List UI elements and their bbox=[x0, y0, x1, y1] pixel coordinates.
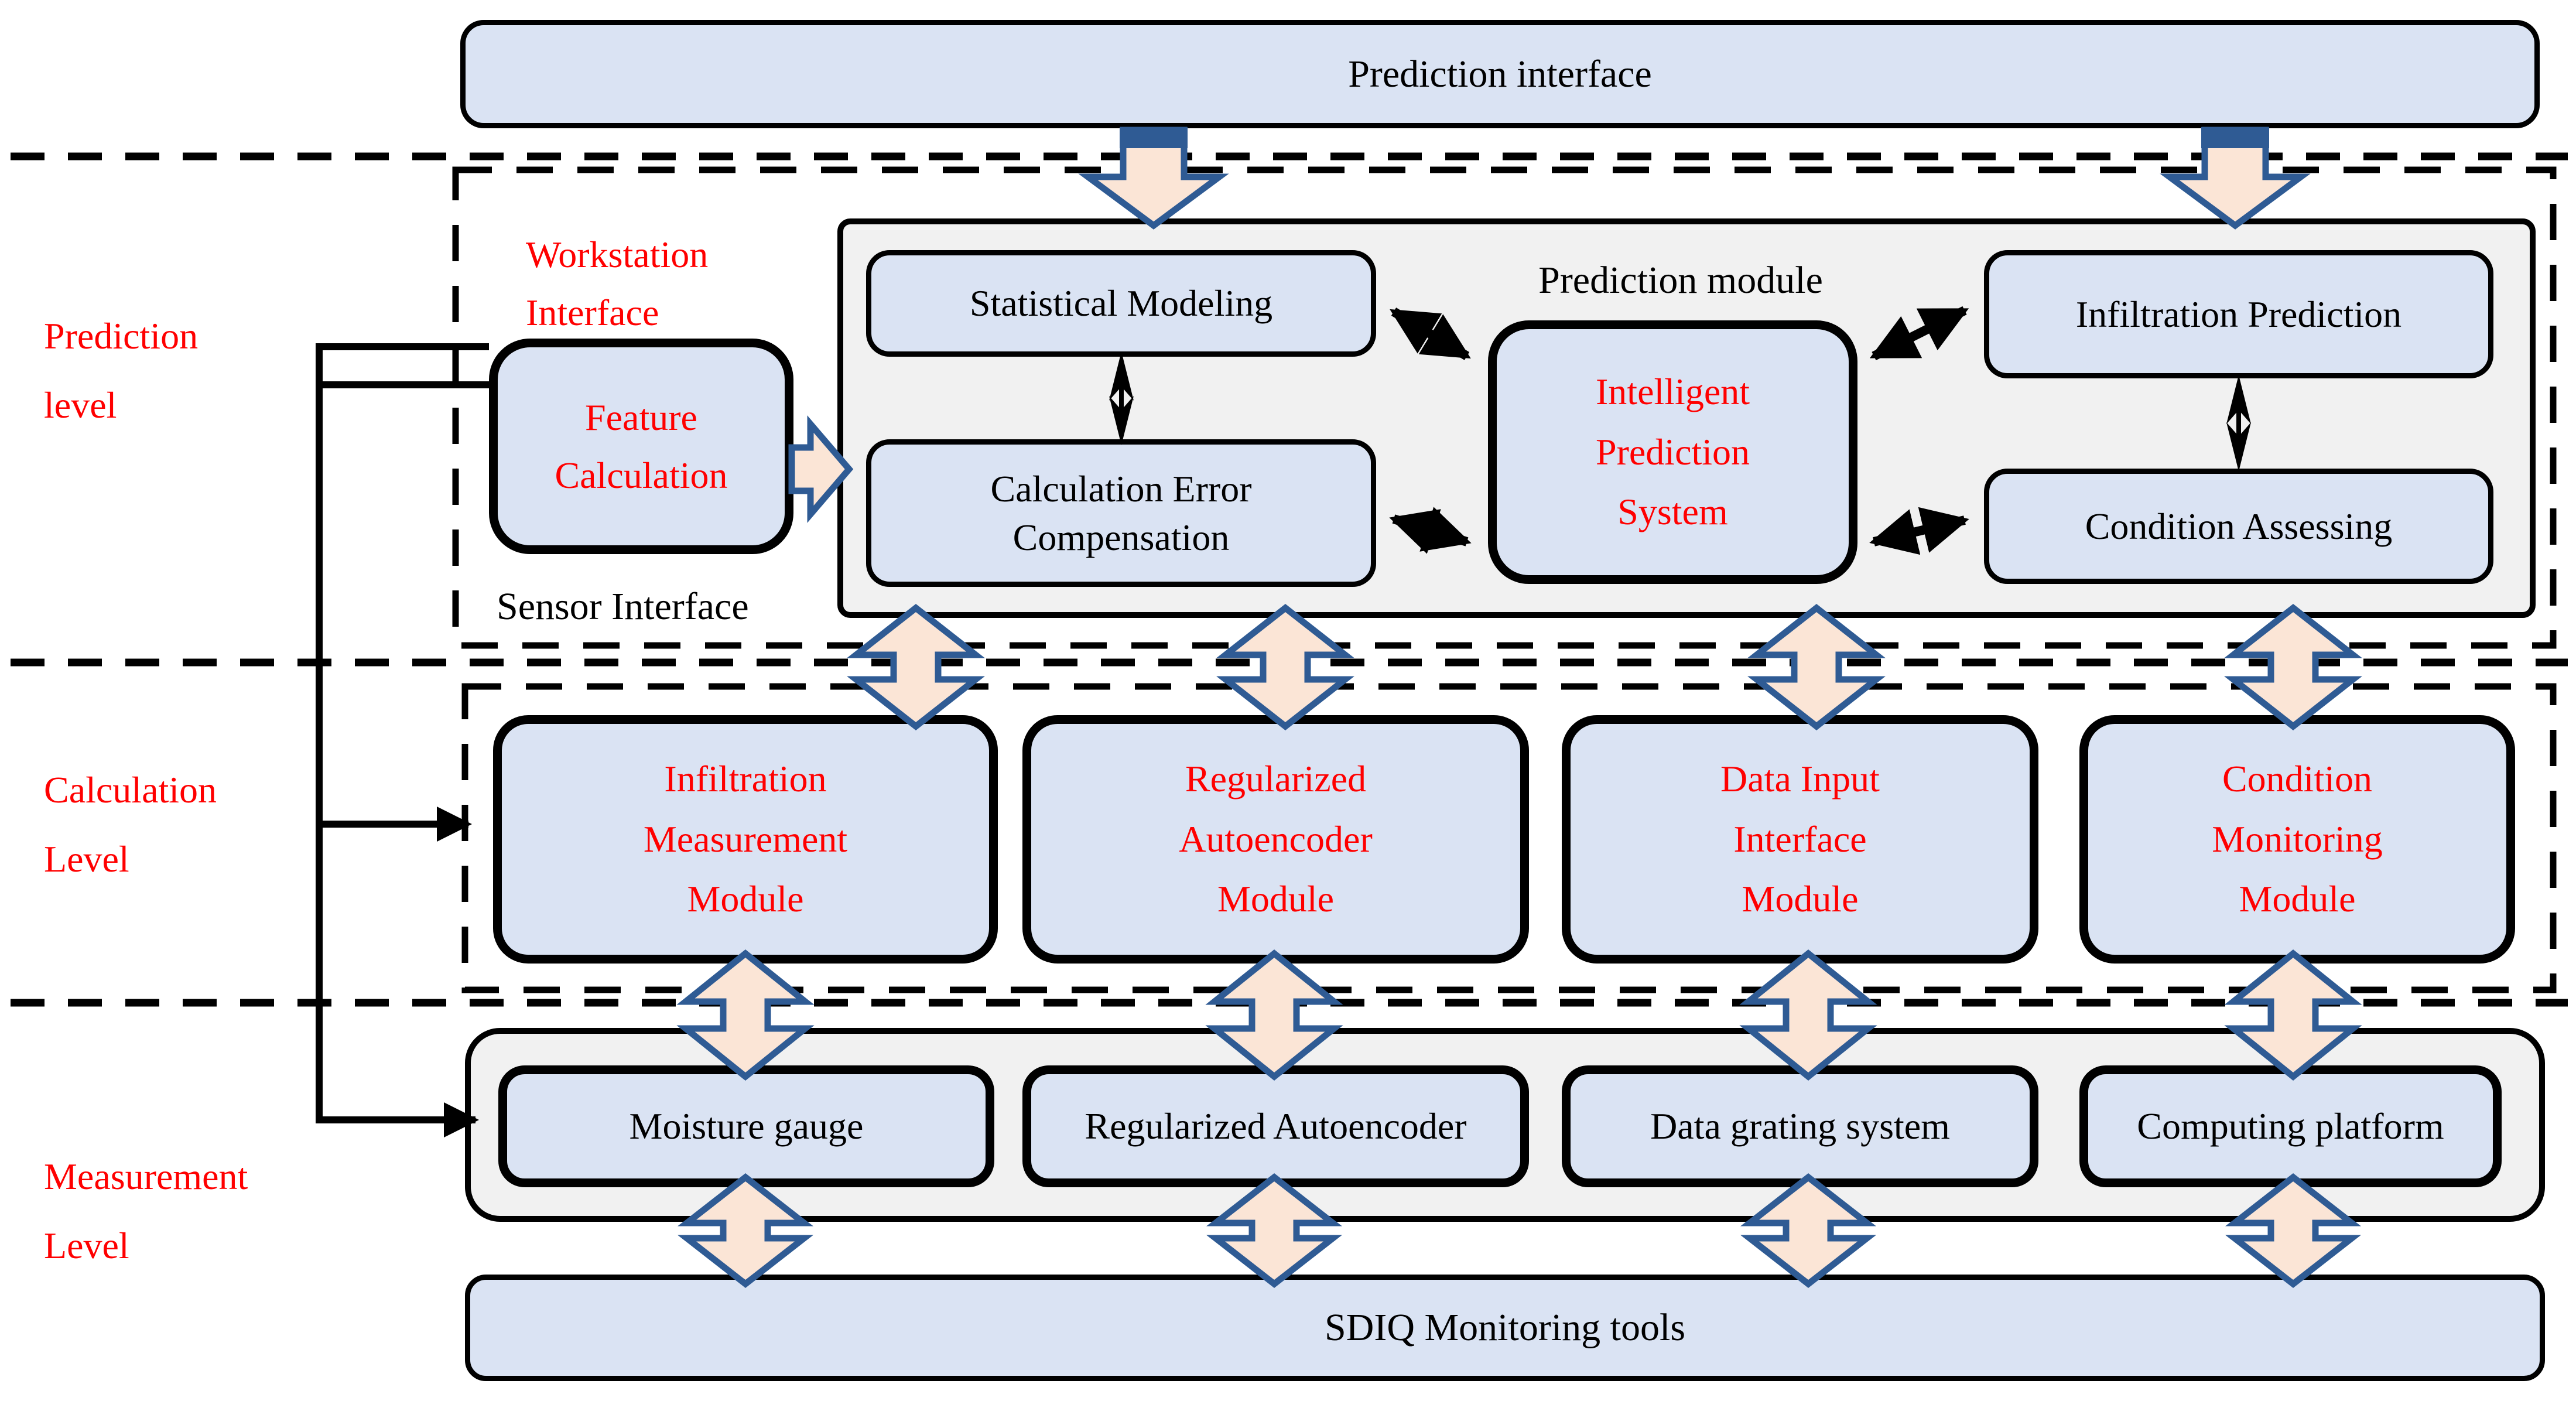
computing-platform-box: Computing platform bbox=[2079, 1065, 2502, 1187]
intelligent-prediction-system-box: Intelligent Prediction System bbox=[1488, 320, 1857, 584]
workstation-interface-label: Workstation Interface bbox=[526, 234, 709, 334]
infiltration-prediction-box: Infiltration Prediction bbox=[1984, 250, 2493, 378]
prediction-interface-box: Prediction interface bbox=[460, 20, 2540, 128]
measurement-level-label: Measurement Level bbox=[44, 1156, 248, 1267]
prediction-level-label: Prediction level bbox=[44, 315, 199, 426]
condition-monitoring-module-box: Condition Monitoring Module bbox=[2079, 715, 2515, 964]
calculation-error-compensation-box: Calculation Error Compensation bbox=[866, 439, 1376, 587]
calculation-level-label: Calculation Level bbox=[44, 769, 217, 880]
data-grating-system-box: Data grating system bbox=[1562, 1065, 2038, 1187]
feature-calculation-box: Feature Calculation bbox=[489, 339, 793, 554]
sensor-interface-label: Sensor Interface bbox=[497, 585, 749, 628]
regularized-autoencoder-box: Regularized Autoencoder bbox=[1022, 1065, 1529, 1187]
statistical-modeling-box: Statistical Modeling bbox=[866, 250, 1376, 357]
prediction-module-title: Prediction module bbox=[1538, 259, 1823, 302]
data-input-interface-module-box: Data Input Interface Module bbox=[1562, 715, 2038, 964]
condition-assessing-box: Condition Assessing bbox=[1984, 469, 2493, 584]
regularized-autoencoder-module-box: Regularized Autoencoder Module bbox=[1022, 715, 1529, 964]
sdiq-monitoring-tools-box: SDIQ Monitoring tools bbox=[465, 1275, 2545, 1381]
infiltration-measurement-module-box: Infiltration Measurement Module bbox=[493, 715, 998, 964]
moisture-gauge-box: Moisture gauge bbox=[498, 1065, 994, 1187]
